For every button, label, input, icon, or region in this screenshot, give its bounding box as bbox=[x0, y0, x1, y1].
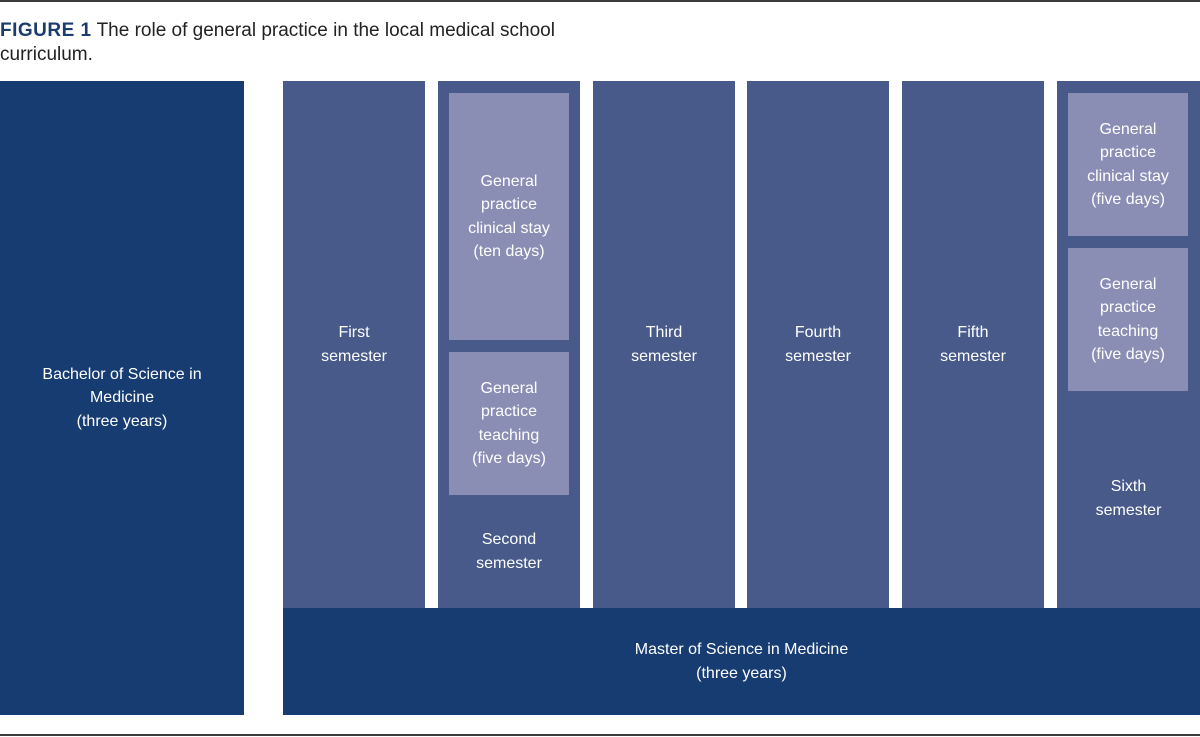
gp-teaching-second: General practice teaching (five days) bbox=[449, 352, 569, 495]
figure-label: FIGURE 1 bbox=[0, 20, 92, 41]
figure-caption: FIGURE 1 The role of general practice in… bbox=[0, 19, 600, 67]
master-block: Master of Science in Medicine (three yea… bbox=[283, 608, 1200, 715]
bachelor-block: Bachelor of Science in Medicine (three y… bbox=[0, 81, 244, 715]
semester-first-label: First semester bbox=[321, 324, 387, 365]
bottom-rule bbox=[0, 734, 1200, 736]
semester-third-label: Third semester bbox=[631, 324, 697, 365]
gp-clinical-stay-second: General practice clinical stay (ten days… bbox=[449, 93, 569, 340]
gp-clinical-stay-sixth: General practice clinical stay (five day… bbox=[1068, 93, 1188, 236]
semester-third: Third semester bbox=[593, 81, 735, 608]
top-rule bbox=[0, 0, 1200, 2]
master-label: Master of Science in Medicine (three yea… bbox=[634, 641, 849, 682]
gp-teaching-sixth-label: General practice teaching (five days) bbox=[1091, 275, 1165, 364]
semester-fifth-label: Fifth semester bbox=[940, 324, 1006, 365]
semester-sixth-label: Sixth semester bbox=[1095, 478, 1162, 519]
gp-clinical-stay-sixth-label: General practice clinical stay (five day… bbox=[1087, 120, 1169, 209]
semester-fourth-label: Fourth semester bbox=[785, 324, 851, 365]
semester-fifth: Fifth semester bbox=[902, 81, 1044, 608]
semester-first: First semester bbox=[283, 81, 425, 608]
figure-caption-text: The role of general practice in the loca… bbox=[0, 20, 555, 65]
gp-teaching-sixth: General practice teaching (five days) bbox=[1068, 248, 1188, 391]
semester-second-label: Second semester bbox=[476, 531, 542, 572]
semester-fourth: Fourth semester bbox=[747, 81, 889, 608]
gp-clinical-stay-second-label: General practice clinical stay (ten days… bbox=[468, 172, 550, 261]
bachelor-label: Bachelor of Science in Medicine (three y… bbox=[42, 365, 202, 430]
gp-teaching-second-label: General practice teaching (five days) bbox=[472, 379, 546, 468]
